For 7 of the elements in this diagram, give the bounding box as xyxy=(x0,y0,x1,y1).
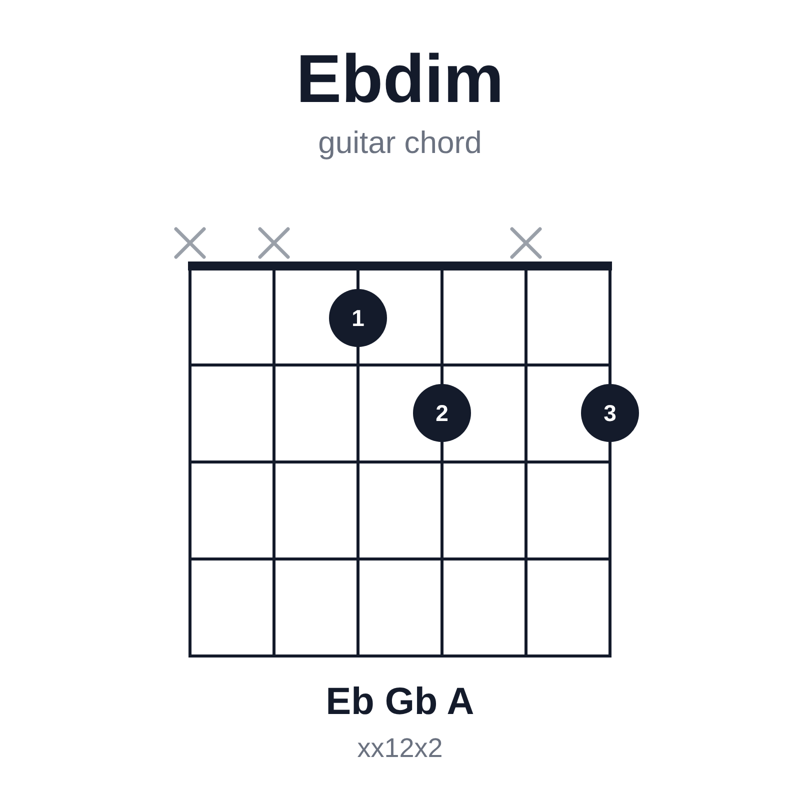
chord-title: Ebdim xyxy=(296,42,504,117)
chord-notes: Eb Gb A xyxy=(326,682,474,724)
subtitle: guitar chord xyxy=(318,126,482,160)
finger-dot: 1 xyxy=(329,289,387,347)
fingering-code: xx12x2 xyxy=(357,734,443,764)
finger-dot: 3 xyxy=(581,384,639,442)
finger-dot: 2 xyxy=(413,384,471,442)
